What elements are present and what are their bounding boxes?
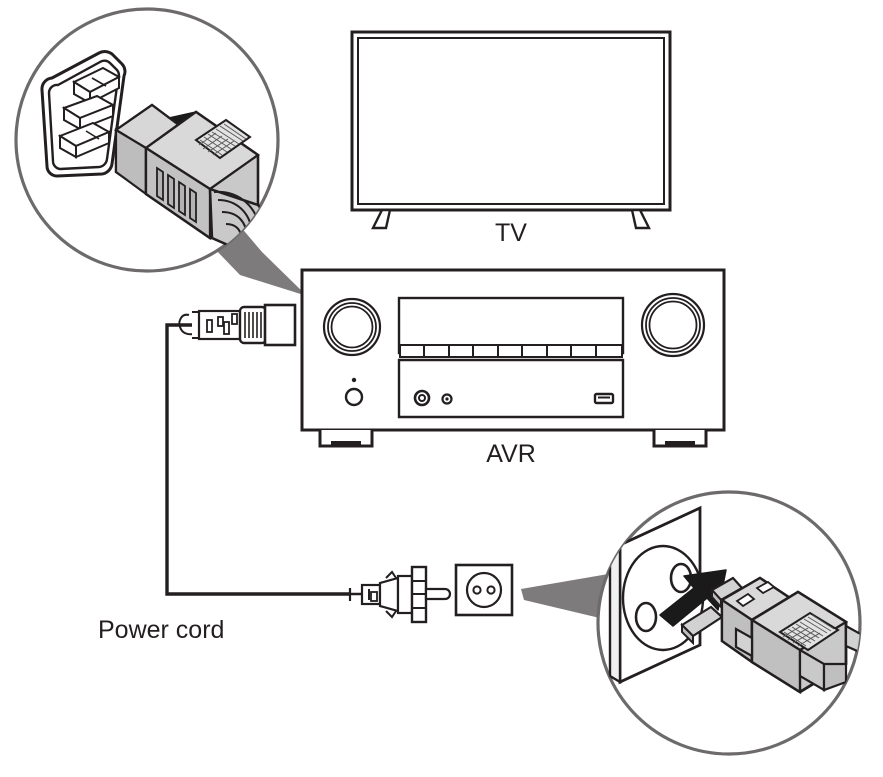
avr-power-button[interactable]	[344, 387, 364, 407]
avr-device	[300, 268, 726, 448]
iec-inlet-socket	[40, 50, 127, 178]
connector-grip-slots	[156, 166, 197, 224]
avr-left-knob[interactable]	[322, 297, 382, 357]
tv-label: TV	[495, 219, 527, 247]
connector-hatch-patch	[194, 118, 252, 160]
mains-plug-detail	[680, 576, 860, 695]
plug-hatch-patch	[778, 611, 840, 652]
iec-connector-inline	[178, 303, 297, 347]
iec-pin-live	[61, 94, 116, 131]
avr-headphone-jack[interactable]	[413, 389, 431, 407]
avr-front-buttons[interactable]	[399, 344, 623, 358]
avr-mic-jack[interactable]	[441, 393, 453, 405]
tv-device	[350, 30, 672, 230]
iec-pin-neutral	[57, 121, 112, 159]
avr-lower-panel	[397, 358, 625, 419]
mains-plug-inline	[345, 565, 452, 624]
avr-feet	[318, 430, 708, 448]
avr-right-knob[interactable]	[640, 292, 706, 358]
avr-label: AVR	[486, 440, 536, 468]
iec-c13-connector	[113, 103, 278, 271]
power-cord-label: Power cord	[98, 616, 224, 644]
wall-outlet-small	[454, 563, 514, 617]
tv-stand-legs	[371, 208, 651, 230]
avr-power-led	[351, 377, 357, 383]
callout-bottom-right	[596, 490, 862, 756]
avr-usb-port[interactable]	[593, 392, 615, 405]
callout-top-left	[14, 7, 280, 273]
